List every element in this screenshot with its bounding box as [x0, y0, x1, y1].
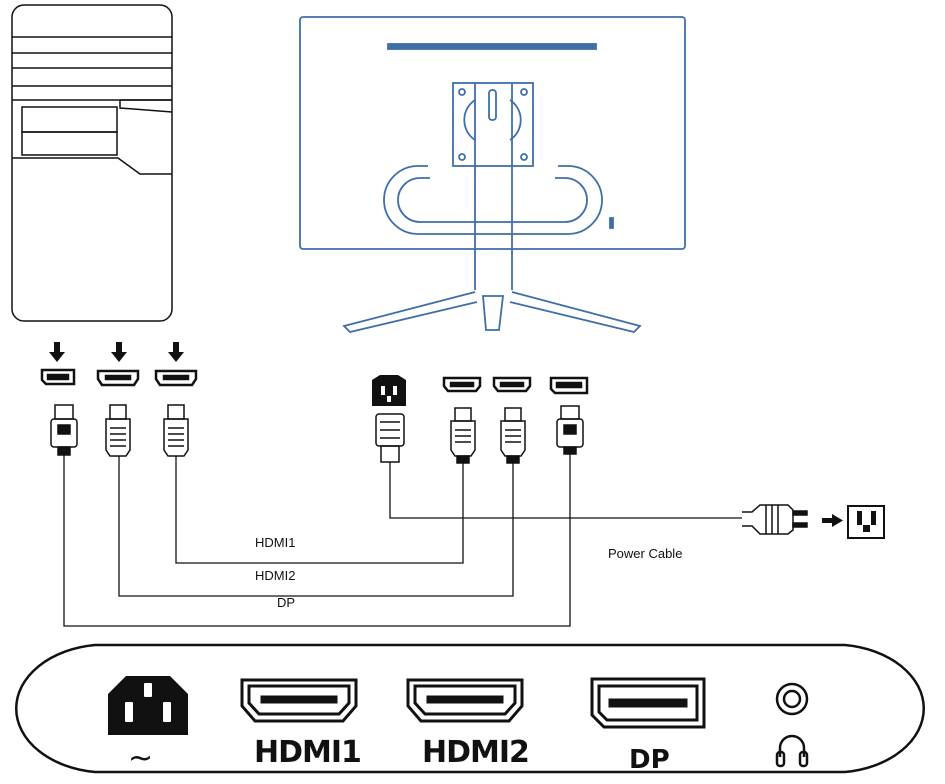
port-panel: ~ HDMI1 HDMI2 DP [15, 643, 925, 776]
dp-port-label: DP [629, 745, 670, 775]
dp-cable-line [63, 454, 571, 627]
hdmi-port-icon [492, 376, 532, 393]
hdmi1-cable-line [175, 456, 464, 564]
dp-plug-monitor [556, 405, 584, 455]
pc-ports [40, 342, 198, 387]
monitor-back [299, 16, 686, 333]
wall-plug-icon [742, 504, 808, 535]
arrow-down-icon [111, 342, 127, 362]
hdmi-port-icon [96, 369, 140, 387]
hdmi1-cable-label: HDMI1 [255, 535, 295, 550]
hdmi-plug-pc [105, 404, 131, 457]
hdmi-plug-pc [163, 404, 189, 457]
hdmi2-cable-label: HDMI2 [255, 568, 295, 583]
headphones-icon [775, 734, 809, 768]
hdmi-port-icon [442, 376, 482, 393]
hdmi1-port-icon [240, 678, 358, 723]
dp-port-icon [549, 376, 589, 395]
hdmi2-port-label: HDMI2 [422, 735, 529, 770]
hdmi2-cable-line [118, 456, 514, 597]
dp-port-icon [40, 368, 76, 386]
ac-power-inlet-icon [108, 676, 188, 735]
hdmi1-port-label: HDMI1 [254, 735, 361, 770]
dp-plug-pc [50, 404, 78, 456]
power-cable-label: Power Cable [608, 546, 682, 561]
hdmi-plug-monitor [450, 407, 476, 464]
dp-port-icon [590, 677, 706, 729]
power-plug-monitor [375, 413, 405, 463]
pc-tower [11, 4, 173, 322]
cable-lines [63, 454, 742, 627]
wall-outlet-icon [847, 505, 885, 539]
ac-inlet-icon [372, 375, 406, 406]
arrow-right-icon [822, 514, 843, 527]
power-cable-line [389, 462, 742, 519]
hdmi-plug-monitor [500, 407, 526, 464]
hdmi-port-icon [154, 369, 198, 387]
ac-symbol-label: ~ [128, 741, 153, 776]
audio-jack-icon [775, 682, 809, 716]
arrow-down-icon [49, 342, 65, 362]
arrow-down-icon [168, 342, 184, 362]
hdmi2-port-icon [406, 678, 524, 723]
dp-cable-label: DP [277, 595, 295, 610]
